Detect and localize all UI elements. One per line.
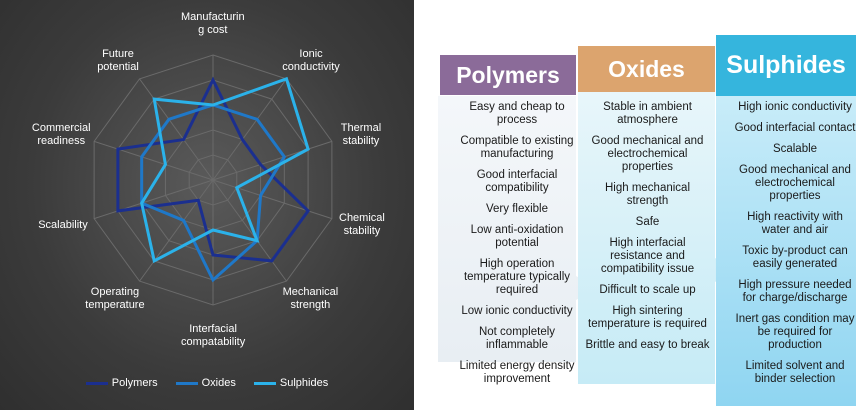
sulphides-header: Sulphides [716, 35, 856, 96]
list-item: Difficult to scale up [599, 284, 696, 296]
radar-chart [93, 54, 333, 306]
axis-label-line: Thermal [340, 121, 382, 134]
axis-label-line: Operating [90, 285, 140, 298]
list-item: Compatible to existing manufacturing [460, 135, 574, 160]
sulphides-column-background [716, 96, 856, 406]
oxides-list: Stable in ambient atmosphere Good mechan… [585, 101, 710, 360]
list-item: High ionic conductivity [738, 101, 852, 113]
axis-label-line: Commercial [31, 121, 91, 134]
axis-label-line: stability [343, 225, 381, 238]
axis-label-line: Mechanical [282, 285, 339, 298]
list-item: Safe [635, 216, 660, 228]
list-item: High mechanical strength [604, 182, 690, 207]
list-item: Good interfacial compatibility [476, 169, 558, 194]
legend-swatch [175, 381, 198, 385]
list-item: High pressure needed for charge/discharg… [738, 279, 852, 304]
list-item: Not completely inflammable [478, 326, 556, 351]
list-item: Brittle and easy to break [585, 339, 710, 351]
axis-label-line: Interfacial [189, 323, 237, 335]
axis-label-line: readiness [37, 134, 86, 147]
polymers-header: Polymers [440, 55, 576, 95]
axis-label-line: g cost [198, 24, 228, 36]
polymers-list: Easy and cheap to process Compatible to … [448, 101, 586, 394]
list-item: High operation temperature typically req… [463, 258, 571, 296]
list-item: Inert gas condition may be required for … [735, 313, 855, 351]
polymers-column-background [438, 96, 598, 362]
list-item: High reactivity with water and air [747, 211, 843, 236]
oxides-column-background [578, 92, 734, 384]
list-item: Low ionic conductivity [461, 305, 573, 317]
axis-label-line: Chemical [339, 212, 385, 225]
series-line-oxides [140, 103, 287, 283]
axis-spoke [139, 78, 214, 181]
list-item: Very flexible [485, 203, 548, 215]
list-item: Easy and cheap to process [469, 101, 565, 126]
axis-spoke [212, 179, 333, 220]
axis-spoke [139, 179, 214, 282]
axis-label-line: stability [342, 134, 380, 147]
axis-spoke [212, 179, 287, 282]
legend-item-polymers: Polymers [85, 377, 158, 389]
axis-label-line: Ionic [299, 48, 323, 61]
axis-label-line: Scalability [38, 218, 88, 231]
list-item: Limited solvent and binder selection [745, 360, 845, 385]
axis-spoke [212, 78, 287, 181]
axis-label-line: Manufacturin [181, 11, 245, 23]
axis-spoke [93, 179, 214, 220]
sulphides-list: High ionic conductivity Good interfacial… [734, 101, 856, 394]
list-item: Scalable [772, 143, 818, 155]
list-item: Toxic by-product can easily generated [742, 245, 848, 270]
axis-spoke [212, 140, 333, 181]
axis-label-line: Future [102, 48, 134, 61]
legend-item-sulphides: Sulphides [253, 377, 329, 389]
list-item: Good mechanical and electrochemical prop… [739, 164, 851, 202]
list-item: High sintering temperature is required [588, 305, 707, 330]
list-item: High interfacial resistance and compatib… [600, 237, 695, 275]
legend-item-oxides: Oxides [175, 377, 236, 389]
axis-label-line: strength [290, 298, 331, 311]
series-line-polymers [116, 76, 311, 263]
axis-label: Scalability [38, 219, 88, 232]
chart-legend: Polymers Oxides Sulphides [0, 377, 414, 389]
legend-label: Sulphides [279, 377, 329, 389]
axis-spoke [93, 140, 214, 181]
list-item: Stable in ambient atmosphere [603, 101, 692, 126]
list-item: Good mechanical and electrochemical prop… [591, 135, 704, 173]
legend-swatch [253, 381, 276, 385]
oxides-header: Oxides [578, 46, 715, 92]
legend-label: Oxides [201, 377, 236, 389]
series-line-sulphides [140, 76, 310, 264]
axis-label-line: conductivity [282, 61, 340, 74]
list-item: Low anti-oxidation potential [470, 224, 564, 249]
legend-swatch [85, 381, 108, 385]
list-item: Limited energy density improvement [459, 360, 575, 385]
axis-label-line: potential [97, 61, 139, 74]
axis-label-line: compatability [181, 336, 246, 348]
legend-label: Polymers [111, 377, 158, 389]
list-item: Good interfacial contact [734, 122, 856, 134]
axis-label-line: temperature [85, 298, 145, 311]
